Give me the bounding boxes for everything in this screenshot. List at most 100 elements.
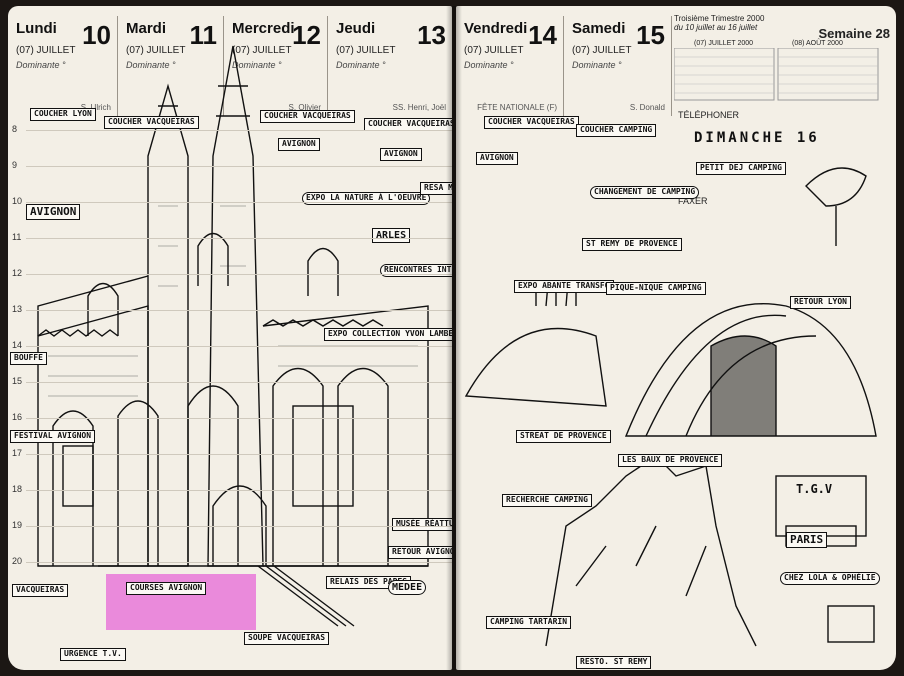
note-expo-nature: EXPO LA NATURE À L'OEUVRE: [302, 192, 431, 205]
calendar-range: du 10 juillet au 16 juillet: [674, 23, 758, 32]
day-saint: S. Olivier: [288, 103, 321, 112]
day-dominante: Dominante °: [16, 60, 66, 70]
hour-line: [26, 238, 452, 239]
hour-line: [26, 202, 452, 203]
day-number: 14: [528, 20, 557, 50]
camping-sketch: [464, 167, 877, 647]
day-name: Samedi: [572, 20, 626, 37]
hour-label: 17: [12, 448, 23, 458]
note-retour-lyon: RETOUR LYON: [790, 296, 851, 309]
note-coucher-vacqueiras: COUCHER VACQUEIRAS: [104, 116, 199, 129]
day-header-jeudi: Jeudi 13 (07) JUILLET Dominante ° SS. He…: [328, 16, 452, 116]
day-dominante: Dominante °: [336, 60, 386, 70]
day-month: (07) JUILLET: [232, 45, 292, 56]
book-gutter: [446, 6, 462, 670]
note-camping-tartarin: CAMPING TARTARIN: [486, 616, 572, 629]
hour-label: 16: [12, 412, 23, 422]
hour-label: 14: [12, 340, 23, 350]
day-month: (07) JUILLET: [572, 45, 632, 56]
note-musee-reattu: MUSÉE RÉATTU: [392, 518, 452, 531]
note-bouffe: BOUFFE: [10, 352, 47, 365]
day-saint: S. Ulrich: [80, 103, 111, 112]
day-saint: FÊTE NATIONALE (F): [477, 103, 557, 112]
hour-label: 8: [12, 124, 18, 134]
day-saint: SS. Henri, Joël: [392, 103, 446, 112]
day-number: 10: [82, 20, 111, 50]
hour-line: [26, 454, 452, 455]
tgv-label: T.G.V: [796, 482, 833, 496]
day-header-samedi: Samedi 15 (07) JUILLET Dominante ° S. Do…: [564, 16, 672, 116]
note-retour-avignon: RETOUR AVIGNON: [388, 546, 452, 559]
note-pique-nique: PIQUE-NIQUE CAMPING: [606, 282, 706, 295]
note-resa-medee: RESA MEDEE: [420, 182, 452, 195]
hour-label: 11: [12, 232, 22, 242]
palais-des-papes-sketch: [37, 45, 429, 627]
note-soupe-vacqueiras: SOUPE VACQUEIRAS: [244, 632, 330, 645]
note-festival-avignon: FESTIVAL AVIGNON: [10, 430, 96, 443]
left-page: Lundi 10 (07) JUILLET Dominante ° S. Ulr…: [8, 6, 452, 670]
note-avignon: AVIGNON: [26, 204, 81, 221]
hour-line: [26, 490, 452, 491]
day-name: Jeudi: [336, 20, 376, 37]
mini-calendar: Troisième Trimestre 2000 du 10 juillet a…: [674, 14, 890, 106]
note-rencontres-photo: RENCONTRES INTERNATIONALES DE LA PHOTO: [380, 264, 452, 277]
note-recherche-camping: RECHERCHE CAMPING: [502, 494, 592, 507]
note-expo-lambert: EXPO COLLECTION YVON LAMBERT: [324, 328, 452, 341]
day-dominante: Dominante °: [572, 60, 622, 70]
note-expo-transfo: EXPO ABANTE TRANSFO: [514, 280, 614, 293]
note-coucher-lyon: COUCHER LYON: [30, 108, 96, 121]
day-month: (07) JUILLET: [126, 45, 186, 56]
right-page: Vendredi 14 (07) JUILLET Dominante ° FÊT…: [456, 6, 896, 670]
day-saint: S. Donald: [629, 103, 665, 112]
calendar-month-july: (07) JUILLET 2000: [694, 40, 754, 47]
hour-line: [26, 274, 452, 275]
day-dominante: Dominante °: [232, 60, 282, 70]
day-name: Mardi: [126, 20, 167, 37]
hour-line: [26, 418, 452, 419]
hour-label: 19: [12, 520, 23, 530]
hour-line: [26, 526, 452, 527]
hour-label: 12: [12, 268, 23, 278]
note-coucher-camping: COUCHER CAMPING: [576, 124, 657, 137]
day-header-lundi: Lundi 10 (07) JUILLET Dominante ° S. Ulr…: [8, 16, 118, 116]
note-arles: ARLES: [372, 228, 411, 243]
hour-label: 15: [12, 376, 23, 386]
hour-label: 10: [12, 196, 23, 206]
hour-line: [26, 310, 452, 311]
note-courses-avignon: COURSES AVIGNON: [126, 582, 207, 595]
hour-label: 20: [12, 556, 23, 566]
day-header-mercredi: Mercredi 12 (07) JUILLET Dominante ° S. …: [224, 16, 328, 116]
day-dominante: Dominante °: [464, 60, 514, 70]
day-number: 11: [189, 20, 218, 50]
telephoner-heading: TÉLÉPHONER: [678, 110, 740, 120]
day-month: (07) JUILLET: [336, 45, 396, 56]
day-header-vendredi: Vendredi 14 (07) JUILLET Dominante ° FÊT…: [456, 16, 564, 116]
note-avignon-4: AVIGNON: [476, 152, 518, 165]
note-avignon-3: AVIGNON: [380, 148, 422, 161]
day-name: Mercredi: [232, 20, 295, 37]
hour-label: 18: [12, 484, 23, 494]
note-avignon-2: AVIGNON: [278, 138, 320, 151]
note-coucher-vacqueiras-2: COUCHER VACQUEIRAS: [260, 110, 355, 123]
note-petit-dej-camping: PETIT DEJ CAMPING: [696, 162, 786, 175]
day-dominante: Dominante °: [126, 60, 176, 70]
note-urgence-tv: URGENCE T.V.: [60, 648, 126, 661]
note-streat-provence: STREAT DE PROVENCE: [516, 430, 611, 443]
hour-line: [26, 382, 452, 383]
note-paris: PARIS: [786, 532, 828, 549]
note-chez-lola: CHEZ LOLA & OPHÉLIE: [780, 572, 880, 585]
calendar-week: Semaine 28: [818, 26, 890, 41]
day-month: (07) JUILLET: [16, 45, 76, 56]
hour-line: [26, 562, 452, 563]
note-medee: MEDEE: [388, 580, 427, 595]
hour-line: [26, 346, 452, 347]
note-les-baux: LES BAUX DE PROVENCE: [618, 454, 723, 467]
note-vacqueiras: VACQUEIRAS: [12, 584, 69, 597]
calendar-grid: [674, 48, 879, 101]
day-number: 15: [636, 20, 665, 50]
day-name: Vendredi: [464, 20, 528, 37]
dimanche-heading: DIMANCHE 16: [694, 130, 820, 146]
note-resto-st-remy: RESTO. ST REMY: [576, 656, 652, 669]
hour-line: [26, 130, 452, 131]
